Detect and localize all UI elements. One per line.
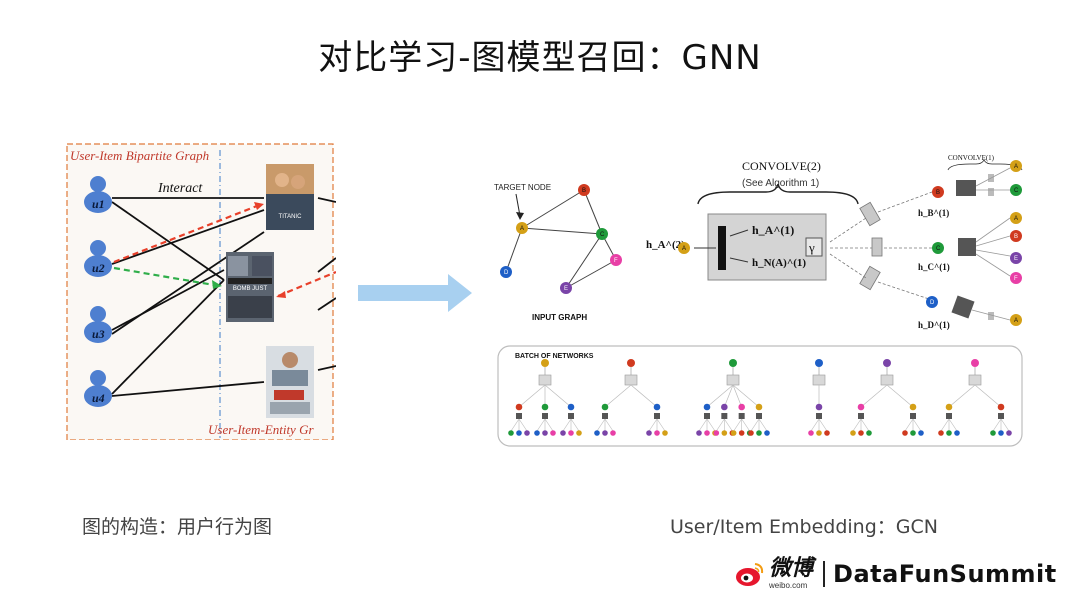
weibo-url: weibo.com bbox=[769, 581, 808, 590]
network-tree bbox=[594, 359, 668, 436]
graph-node-f bbox=[610, 254, 622, 266]
gamma-symbol: γ bbox=[808, 240, 815, 255]
convolve1-title: CONVOLVE(1) bbox=[948, 154, 995, 162]
slide-title: 对比学习-图模型召回：GNN bbox=[318, 38, 762, 78]
svg-text:B: B bbox=[582, 188, 586, 194]
graph-node-d bbox=[500, 266, 512, 278]
aggregator-blocks bbox=[829, 191, 933, 301]
batch-label: BATCH OF NETWORKS bbox=[515, 353, 594, 360]
svg-text:u1: u1 bbox=[92, 197, 105, 211]
svg-text:B: B bbox=[936, 190, 940, 196]
svg-text:F: F bbox=[1014, 276, 1018, 282]
gamma-box bbox=[805, 237, 823, 257]
network-tree bbox=[696, 359, 770, 436]
svg-text:E: E bbox=[1014, 256, 1018, 262]
network-trees bbox=[508, 359, 1012, 436]
output-node-a bbox=[678, 242, 690, 254]
user-node: u1 bbox=[84, 176, 112, 213]
input-graph-caption: INPUT GRAPH bbox=[532, 313, 587, 322]
bipartite-label: User-Item Bipartite Graph bbox=[70, 148, 209, 163]
svg-text:A: A bbox=[1014, 164, 1018, 170]
footer-divider bbox=[823, 561, 826, 587]
branch-d: D A bbox=[926, 295, 1022, 326]
right-caption: User/Item Embedding：GCN bbox=[670, 516, 938, 538]
h-na1-label: h_N(A)^(1) bbox=[752, 257, 806, 269]
dashed-relations bbox=[113, 202, 336, 298]
convolve1-brace bbox=[947, 159, 1023, 171]
entity-graph-label: User-Item-Entity Gr bbox=[208, 422, 314, 437]
svg-text:E: E bbox=[564, 286, 568, 292]
convolve-subtitle: (See Algorithm 1) bbox=[742, 178, 819, 189]
item-poster-titanic: TITANIC bbox=[266, 164, 314, 230]
svg-text:BOMB JUST: BOMB JUST bbox=[233, 286, 268, 292]
svg-text:A: A bbox=[682, 246, 686, 252]
h-a2-label: h_A^(2) bbox=[646, 239, 685, 251]
svg-text:F: F bbox=[614, 258, 618, 264]
user-node: u4 bbox=[84, 370, 112, 407]
svg-text:u2: u2 bbox=[92, 261, 105, 275]
target-node-label: TARGET NODE bbox=[494, 183, 551, 192]
green-arrowhead bbox=[212, 280, 222, 289]
weibo-logo: 微博 weibo.com bbox=[735, 558, 813, 590]
batch-of-networks: BATCH OF NETWORKS bbox=[497, 345, 1023, 447]
network-tree bbox=[508, 359, 582, 436]
graph-node-b bbox=[578, 184, 590, 196]
network-tree bbox=[808, 359, 830, 436]
user-node: u3 bbox=[84, 306, 112, 343]
svg-text:u4: u4 bbox=[92, 391, 105, 405]
weibo-name: 微博 bbox=[769, 556, 814, 581]
svg-text:C: C bbox=[600, 232, 605, 238]
convolve-brace bbox=[697, 183, 859, 205]
target-pointer-head bbox=[516, 212, 524, 220]
concat-bar bbox=[718, 226, 726, 270]
svg-text:u3: u3 bbox=[92, 327, 105, 341]
arrow-hna1 bbox=[729, 257, 749, 263]
red-arrowhead bbox=[254, 202, 264, 210]
weibo-eye-icon bbox=[736, 563, 764, 586]
graph-node-c bbox=[596, 228, 608, 240]
item-poster-3 bbox=[266, 346, 314, 418]
convolve-title: CONVOLVE(2) bbox=[742, 159, 821, 173]
svg-text:C: C bbox=[936, 246, 941, 252]
graph-node-a bbox=[516, 222, 528, 234]
h-d1-label: h_D^(1) bbox=[918, 320, 950, 330]
red-arrowhead bbox=[276, 291, 286, 298]
branch-b: B A C bbox=[932, 160, 1022, 198]
svg-text:D: D bbox=[930, 300, 935, 306]
bipartite-graph-figure: User-Item Bipartite Graph User-Item-Enti… bbox=[66, 143, 336, 440]
datafunsummit-brand: DataFunSummit bbox=[833, 560, 1057, 588]
svg-text:B: B bbox=[1014, 234, 1018, 240]
svg-text:A: A bbox=[520, 226, 524, 232]
h-b1-label: h_B^(1) bbox=[918, 208, 949, 218]
h-c1-label: h_C^(1) bbox=[918, 262, 950, 272]
input-graph-nodes: A B C D E F bbox=[500, 184, 622, 294]
item-poster-2: BOMB JUST bbox=[226, 252, 274, 322]
branch-c: C A B E F bbox=[932, 212, 1022, 284]
svg-text:A: A bbox=[1014, 216, 1018, 222]
svg-text:TITANIC: TITANIC bbox=[279, 214, 303, 220]
gcn-diagram: TARGET NODE A B C D E F INPUT GRAPH CONV… bbox=[494, 154, 1023, 330]
footer-branding: 微博 weibo.com DataFunSummit bbox=[735, 556, 1057, 592]
svg-text:C: C bbox=[1014, 188, 1019, 194]
h-a1-label: h_A^(1) bbox=[752, 223, 794, 237]
left-caption: 图的构造：用户行为图 bbox=[82, 516, 273, 538]
target-pointer bbox=[515, 193, 521, 217]
interaction-edges bbox=[111, 197, 336, 397]
arrow-ha1 bbox=[729, 229, 749, 237]
network-tree bbox=[938, 359, 1012, 436]
graph-node-e bbox=[560, 282, 572, 294]
transition-arrow bbox=[358, 274, 472, 312]
user-node: u2 bbox=[84, 240, 112, 277]
interact-label: Interact bbox=[157, 181, 203, 196]
svg-text:A: A bbox=[1014, 318, 1018, 324]
svg-text:D: D bbox=[504, 270, 509, 276]
network-tree bbox=[850, 359, 924, 436]
